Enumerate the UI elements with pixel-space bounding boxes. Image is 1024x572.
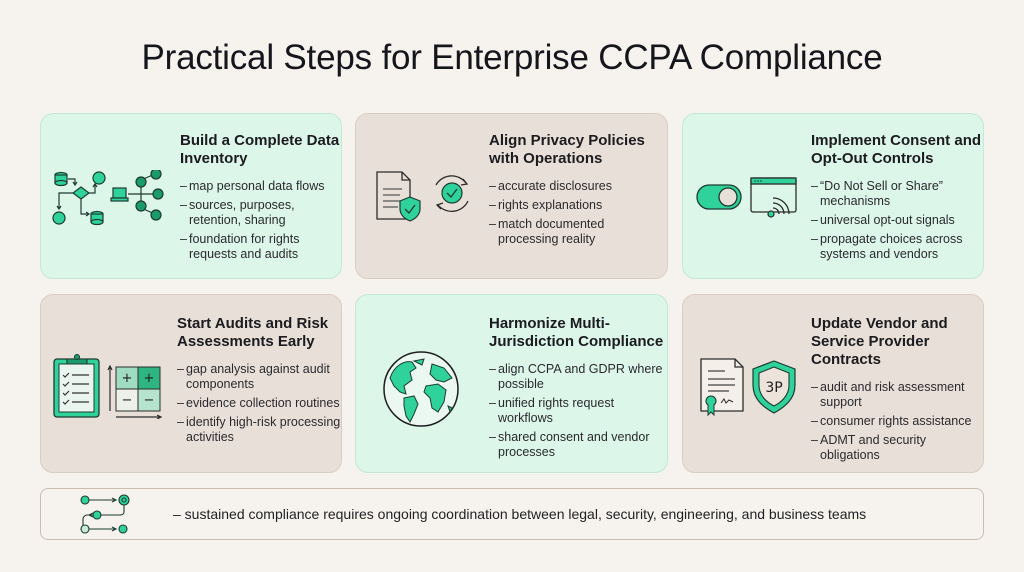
bullet-item: –gap analysis against audit components [177, 362, 330, 391]
card-title: Implement Consent and Opt-Out Controls [811, 132, 982, 167]
bullet-item: –“Do Not Sell or Share” mechanisms [811, 179, 943, 208]
document-shield-icon [376, 171, 469, 222]
bullet-list: –gap analysis against audit components –… [177, 362, 341, 445]
bullet-item: –align CCPA and GDPR where possible [489, 362, 663, 391]
bullet-item: –evidence collection routines [177, 396, 340, 410]
shield-label: 3P [765, 380, 782, 396]
matrix-label: − [144, 393, 155, 408]
globe-icon [383, 351, 459, 427]
toggle-switch-icon [696, 177, 797, 218]
certified-contract-icon: 3P [700, 358, 796, 417]
bullet-item: –accurate disclosures [489, 179, 612, 193]
bullet-item: –consumer rights assistance [811, 414, 972, 428]
icon-group [51, 170, 166, 228]
card-vendor-contracts: 3P Update Vendor and Service Provider Co… [682, 294, 984, 473]
bullet-item: –identify high-risk processing activitie… [177, 415, 341, 444]
bullet-list: –“Do Not Sell or Share” mechanisms –univ… [811, 179, 983, 262]
bullet-item: –shared consent and vendor processes [489, 430, 650, 459]
data-flow-diagram-icon [52, 170, 164, 226]
matrix-label: + [122, 371, 133, 386]
bullet-item: –sources, purposes, retention, sharing [180, 198, 295, 227]
bullet-item: –map personal data flows [180, 179, 325, 193]
bullet-list: –audit and risk assessment support –cons… [811, 380, 983, 463]
icon-group: 3P [699, 357, 799, 419]
card-privacy-policies: Align Privacy Policies with Operations –… [355, 113, 668, 279]
card-title: Update Vendor and Service Provider Contr… [811, 315, 948, 368]
workflow-path-icon [77, 492, 133, 536]
bullet-item: –universal opt-out signals [811, 213, 955, 227]
card-multi-jurisdiction: Harmonize Multi-Jurisdiction Compliance … [355, 294, 668, 473]
card-consent-controls: Implement Consent and Opt-Out Controls –… [682, 113, 984, 279]
bullet-item: –ADMT and security obligations [811, 433, 927, 462]
bullet-list: –align CCPA and GDPR where possible –uni… [489, 362, 667, 460]
card-audits-risk: + + − − Start Audits and Risk Assessment… [40, 294, 342, 473]
bullet-item: –foundation for rights requests and audi… [180, 232, 300, 261]
card-title: Align Privacy Policies with Operations [489, 132, 645, 167]
bullet-list: –accurate disclosures –rights explanatio… [489, 179, 667, 247]
footer-banner: – sustained compliance requires ongoing … [40, 488, 984, 540]
bullet-item: –match documented processing reality [489, 217, 605, 246]
bullet-item: –propagate choices across systems and ve… [811, 232, 963, 261]
bullet-list: –map personal data flows –sources, purpo… [180, 179, 340, 262]
bullet-item: –audit and risk assessment support [811, 380, 965, 409]
checklist-clipboard-icon: + + − − [53, 354, 163, 419]
card-title: Build a Complete Data Inventory [180, 132, 340, 167]
icon-group [374, 169, 474, 224]
icon-group [695, 176, 800, 224]
page-title: Practical Steps for Enterprise CCPA Comp… [141, 38, 883, 77]
footer-text: – sustained compliance requires ongoing … [173, 506, 867, 522]
icon-group [382, 350, 462, 430]
matrix-label: + [144, 371, 155, 386]
matrix-label: − [122, 393, 133, 408]
card-data-inventory: Build a Complete Data Inventory –map per… [40, 113, 342, 279]
card-title: Harmonize Multi-Jurisdiction Compliance [489, 315, 664, 350]
bullet-item: –unified rights request workflows [489, 396, 615, 425]
card-title: Start Audits and Risk Assessments Early [177, 315, 329, 350]
icon-group: + + − − [51, 353, 166, 419]
bullet-item: –rights explanations [489, 198, 603, 212]
